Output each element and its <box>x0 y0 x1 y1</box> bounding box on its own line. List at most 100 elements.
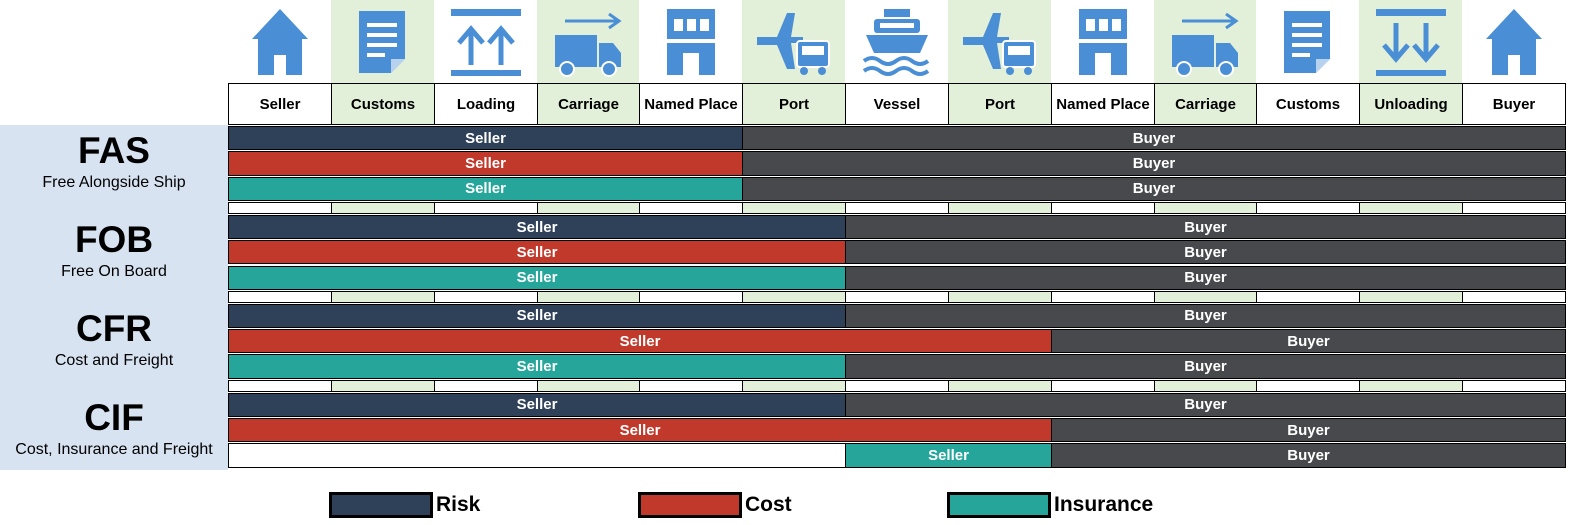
cost-bar-buyer: Buyer <box>742 151 1566 176</box>
risk-bar-seller: Seller <box>228 392 846 417</box>
spacer-cell <box>1359 290 1463 303</box>
legend-swatch <box>329 492 433 518</box>
plane-truck-icon <box>961 7 1039 77</box>
icon-cell <box>948 0 1051 83</box>
risk-bar-seller: Seller <box>228 126 743 151</box>
spacer-cell <box>1256 290 1360 303</box>
spacer-cell <box>742 201 846 214</box>
spacer-cell <box>1462 290 1566 303</box>
cost-bar-seller: Seller <box>228 418 1052 443</box>
insurance-bar-buyer: Buyer <box>845 265 1566 290</box>
risk-bar-seller: Seller <box>228 303 846 329</box>
incoterm-name: Cost, Insurance and Freight <box>15 440 213 458</box>
loading-arrows-up-icon <box>449 7 523 77</box>
cost-bar-buyer: Buyer <box>1051 329 1566 354</box>
legend-label: Insurance <box>1054 493 1154 516</box>
spacer-cell <box>1051 379 1155 392</box>
spacer-cell <box>948 379 1052 392</box>
plane-truck-icon <box>755 7 833 77</box>
icon-cell <box>1359 0 1462 83</box>
document-icon <box>1282 9 1334 75</box>
legend-item-risk: Risk <box>329 490 480 520</box>
column-header: Loading <box>434 83 538 125</box>
spacer-cell <box>845 290 949 303</box>
insurance-bar-buyer: Buyer <box>742 176 1566 201</box>
incoterm-code: CFR <box>75 307 153 349</box>
incoterm-code: FOB <box>74 218 154 260</box>
icon-cell <box>639 0 742 83</box>
spacer-cell <box>228 379 332 392</box>
building-icon <box>1075 7 1131 77</box>
column-header: Buyer <box>1462 83 1566 125</box>
spacer-cell <box>639 201 743 214</box>
spacer-cell <box>845 379 949 392</box>
ship-icon <box>860 7 934 77</box>
spacer-cell <box>1256 201 1360 214</box>
spacer-cell <box>1154 201 1257 214</box>
icon-cell <box>1256 0 1359 83</box>
spacer-cell <box>1154 379 1257 392</box>
icon-cell <box>1462 0 1565 83</box>
spacer-cell <box>639 379 743 392</box>
insurance-bar-seller: Seller <box>228 265 846 290</box>
insurance-bar-seller: Seller <box>845 443 1052 468</box>
cost-bar-buyer: Buyer <box>1051 418 1566 443</box>
spacer-cell <box>948 201 1052 214</box>
risk-bar-buyer: Buyer <box>845 303 1566 329</box>
column-header: Customs <box>331 83 435 125</box>
icon-cell <box>845 0 948 83</box>
incoterm-code: FAS <box>78 130 150 171</box>
spacer-cell <box>228 201 332 214</box>
legend-item-cost: Cost <box>638 490 792 520</box>
spacer-cell <box>537 290 640 303</box>
spacer-cell <box>845 201 949 214</box>
spacer-cell <box>434 379 538 392</box>
insurance-bar-none <box>228 443 846 468</box>
spacer-cell <box>331 379 435 392</box>
spacer-cell <box>434 290 538 303</box>
house-icon <box>1484 7 1544 77</box>
column-header: Customs <box>1256 83 1360 125</box>
legend-label: Risk <box>436 493 481 516</box>
unloading-arrows-down-icon <box>1374 7 1448 77</box>
spacer-cell <box>1462 201 1566 214</box>
incoterm-code: CIF <box>84 396 144 438</box>
spacer-cell <box>639 290 743 303</box>
spacer-cell <box>537 201 640 214</box>
risk-bar-seller: Seller <box>228 214 846 240</box>
icon-cell <box>331 0 434 83</box>
incoterm-fob: FOB Free On Board <box>0 218 228 282</box>
incoterm-name: Cost and Freight <box>54 351 174 369</box>
incoterm-cfr: CFR Cost and Freight <box>0 307 228 371</box>
column-header: Port <box>742 83 846 125</box>
column-header: Named Place <box>1051 83 1155 125</box>
spacer-cell <box>1359 379 1463 392</box>
spacer-cell <box>331 290 435 303</box>
insurance-bar-seller: Seller <box>228 354 846 379</box>
icon-cell <box>434 0 537 83</box>
spacer-cell <box>1359 201 1463 214</box>
legend-label: Cost <box>745 493 792 516</box>
legend-item-insurance: Insurance <box>947 490 1153 520</box>
spacer-cell <box>1051 201 1155 214</box>
legend-swatch <box>947 492 1051 518</box>
insurance-bar-seller: Seller <box>228 176 743 201</box>
spacer-cell <box>1256 379 1360 392</box>
cost-bar-seller: Seller <box>228 240 846 265</box>
risk-bar-buyer: Buyer <box>845 392 1566 417</box>
spacer-cell <box>948 290 1052 303</box>
truck-icon <box>1168 7 1242 77</box>
truck-icon <box>551 7 625 77</box>
incoterm-name: Free On Board <box>61 262 167 280</box>
icon-cell <box>1051 0 1154 83</box>
spacer-cell <box>331 201 435 214</box>
column-header: Unloading <box>1359 83 1463 125</box>
cost-bar-seller: Seller <box>228 151 743 176</box>
spacer-cell <box>434 201 538 214</box>
cost-bar-buyer: Buyer <box>845 240 1566 265</box>
incoterm-name: Free Alongside Ship <box>42 174 186 191</box>
spacer-cell <box>742 379 846 392</box>
risk-bar-buyer: Buyer <box>845 214 1566 240</box>
